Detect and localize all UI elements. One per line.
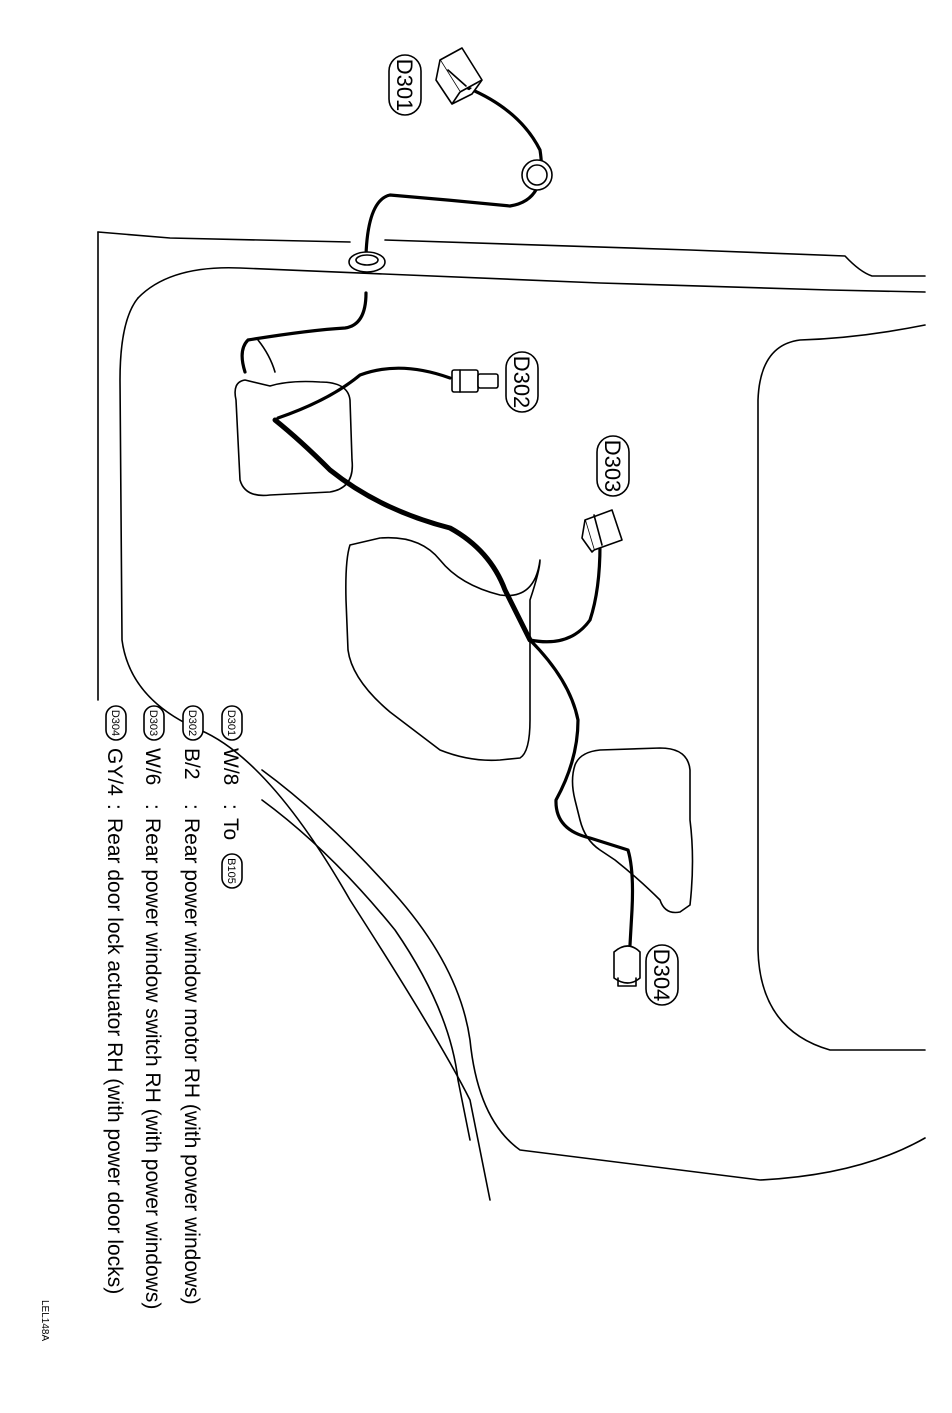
connector-label-d303: D303 [596, 435, 630, 497]
connector-label-d301-text: D301 [392, 59, 417, 112]
harness-d301-lead [364, 86, 543, 257]
door-lower-edge-1 [261, 769, 926, 1181]
legend-sep-d303: : [141, 804, 164, 810]
panel-cutout-lower [571, 747, 694, 914]
grommets [348, 159, 553, 273]
panel-cutout-middle [345, 536, 541, 762]
figure-code-text: LEL148A [39, 1300, 50, 1341]
legend-wire-d302: B/2 [180, 748, 203, 780]
door-inner-top [137, 266, 926, 299]
legend-desc-d303: Rear power window switch RH (with power … [141, 818, 164, 1309]
door-top-edge [97, 231, 351, 243]
harness-d304-branch [528, 638, 635, 947]
door-lower-edge-2 [261, 799, 471, 1141]
connector-label-d302: D302 [505, 351, 539, 413]
legend-code-d302: D302 [186, 710, 198, 736]
legend-code-d304: D304 [109, 710, 121, 736]
legend: D301 W/8 : To B105 D302 B/2 : Rear power… [103, 705, 243, 1309]
legend-wire-d303: W/6 [141, 748, 164, 785]
connector-d304-body [613, 945, 641, 987]
figure-code: LEL148A [39, 1300, 50, 1341]
legend-wire-d304: GY/4 [103, 748, 126, 796]
connector-label-d301: D301 [388, 54, 422, 116]
harness-main-trunk [272, 417, 533, 643]
legend-row-d304: D304 GY/4 : Rear door lock actuator RH (… [103, 705, 127, 1294]
harness-d302-branch [276, 366, 452, 420]
connector-label-d303-text: D303 [600, 440, 625, 493]
legend-code-d301: D301 [225, 710, 237, 736]
legend-desc-d302: Rear power window motor RH (with power w… [180, 818, 203, 1305]
connector-label-d304-text: D304 [649, 949, 674, 1002]
legend-sep-d301: : [219, 804, 242, 810]
harness-grommet-to-door [240, 291, 368, 374]
harness-d303-branch [528, 543, 602, 644]
wire-harness [240, 86, 635, 947]
connector-label-d302-text: D302 [509, 356, 534, 409]
grommet-upper-inner [526, 164, 548, 186]
window-frame-upper [384, 239, 926, 277]
connector-d303-body [581, 509, 623, 553]
legend-row-d301: D301 W/8 : To B105 [219, 705, 243, 889]
legend-row-d302: D302 B/2 : Rear power window motor RH (w… [180, 705, 204, 1305]
window-opening [757, 324, 926, 1051]
legend-row-d303: D303 W/6 : Rear power window switch RH (… [141, 705, 165, 1309]
legend-sep-d302: : [180, 804, 203, 810]
legend-code-d303: D303 [147, 710, 159, 736]
legend-sep-d304: : [103, 804, 126, 810]
door-outline [97, 231, 926, 1201]
connector-d302-body [451, 369, 499, 393]
harness-branch-tick [257, 339, 276, 373]
grommet-door-edge-inner [355, 254, 379, 266]
legend-wire-d301: W/8 [219, 748, 242, 785]
legend-desc-d304: Rear door lock actuator RH (with power d… [103, 818, 126, 1294]
legend-desc-d301: To [219, 818, 242, 840]
door-inner-contour [119, 297, 491, 1201]
connector-label-d304: D304 [645, 944, 679, 1006]
connector-d301-body [435, 47, 483, 105]
legend-ref-b105: B105 [225, 858, 237, 884]
